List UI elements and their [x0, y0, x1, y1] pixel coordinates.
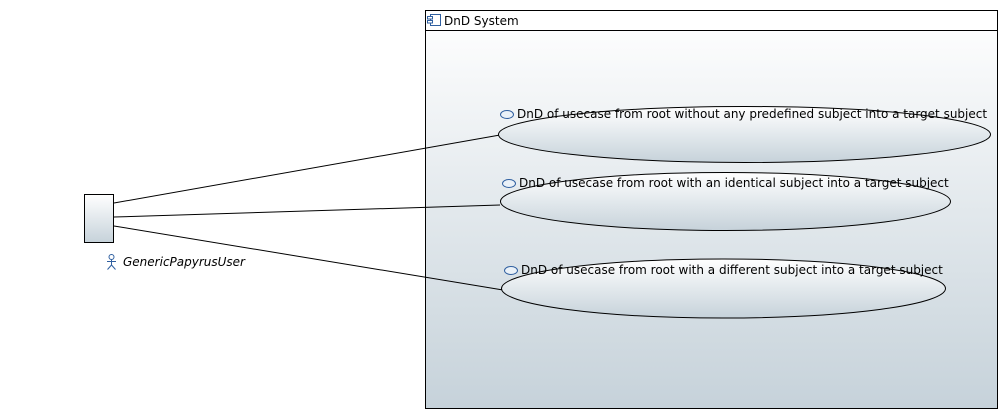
- usecase-label: DnD of usecase from root without any pre…: [517, 107, 987, 121]
- subject-header: [425, 10, 998, 31]
- actor-name: GenericPapyrusUser: [123, 255, 246, 269]
- usecase-icon: [502, 179, 516, 188]
- component-icon: [427, 14, 441, 26]
- actor-box[interactable]: [84, 194, 114, 243]
- usecase-icon: [500, 110, 514, 119]
- usecase-ellipse[interactable]: [498, 106, 991, 163]
- usecase-ellipse[interactable]: [501, 258, 946, 319]
- association-line-1[interactable]: [113, 134, 501, 204]
- association-line-3[interactable]: [113, 225, 504, 291]
- usecase-3[interactable]: DnD of usecase from root with a differen…: [501, 258, 946, 319]
- usecase-ellipse[interactable]: [500, 172, 951, 231]
- stick-figure-icon: [107, 254, 116, 270]
- usecase-1[interactable]: DnD of usecase from root without any pre…: [498, 106, 991, 163]
- usecase-label: DnD of usecase from root with a differen…: [521, 263, 943, 277]
- association-line-2[interactable]: [113, 204, 501, 218]
- associations: [113, 134, 504, 291]
- subject-title: DnD System: [444, 14, 519, 28]
- usecase-label: DnD of usecase from root with an identic…: [519, 176, 949, 190]
- actor-generic-papyrus-user[interactable]: GenericPapyrusUser: [84, 194, 247, 270]
- usecase-2[interactable]: DnD of usecase from root with an identic…: [500, 172, 951, 231]
- usecase-icon: [504, 266, 518, 275]
